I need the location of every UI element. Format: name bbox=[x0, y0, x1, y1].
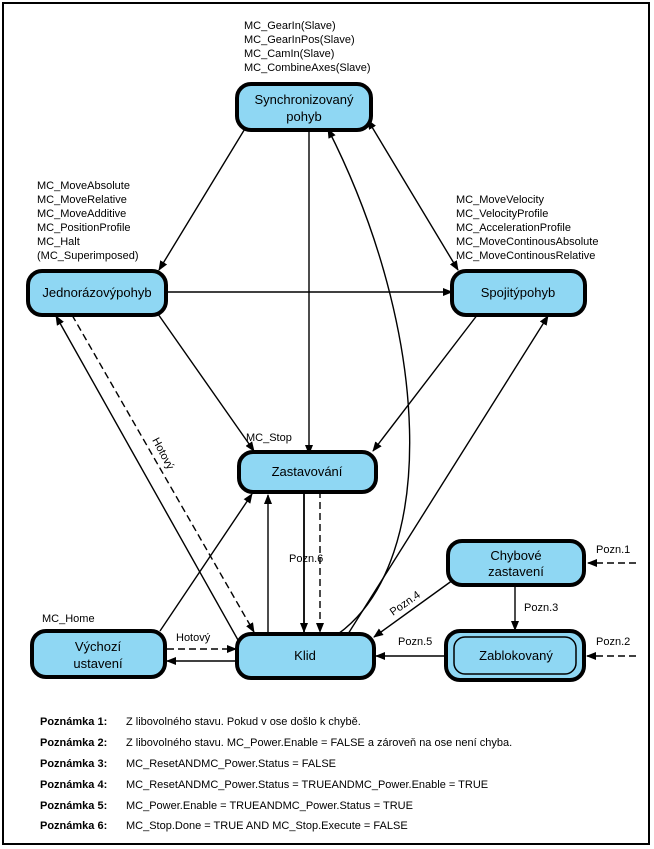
state-continuous-motion: Spojitýpohyb bbox=[450, 269, 587, 317]
state-disabled: Zablokovaný bbox=[444, 629, 586, 682]
state-label: zastavení bbox=[488, 564, 544, 579]
state-error-stop: Chybové zastavení bbox=[446, 539, 586, 587]
state-label: pohyb bbox=[286, 109, 321, 124]
svg-text:MC_MoveContinousRelative: MC_MoveContinousRelative bbox=[456, 250, 595, 262]
state-label: Výchozí bbox=[75, 639, 122, 654]
note-label: Poznámka 2: bbox=[40, 737, 108, 750]
svg-text:MC_MoveAdditive: MC_MoveAdditive bbox=[37, 208, 126, 220]
state-stopping: Zastavování bbox=[237, 450, 378, 494]
edge-discrete-idle-done bbox=[71, 314, 255, 633]
note-text: Z libovolného stavu. MC_Power.Enable = F… bbox=[126, 737, 513, 750]
state-label: Spojitýpohyb bbox=[481, 285, 555, 300]
edge-home-stopping bbox=[159, 493, 253, 632]
svg-text:MC_CombineAxes(Slave): MC_CombineAxes(Slave) bbox=[244, 62, 371, 74]
svg-text:MC_AccelerationProfile: MC_AccelerationProfile bbox=[456, 222, 571, 234]
notes-list: Poznámka 1: Z libovolného stavu. Pokud v… bbox=[40, 712, 630, 837]
note-row: Poznámka 5: MC_Power.Enable = TRUEANDMC_… bbox=[40, 795, 630, 816]
edge-label-pozn3: Pozn.3 bbox=[524, 602, 558, 614]
svg-text:MC_MoveContinousAbsolute: MC_MoveContinousAbsolute bbox=[456, 236, 598, 248]
edge-label-pozn1: Pozn.1 bbox=[596, 544, 630, 556]
note-text: MC_ResetANDMC_Power.Status = FALSE bbox=[126, 757, 336, 770]
state-label: Klid bbox=[294, 648, 316, 663]
svg-text:MC_MoveRelative: MC_MoveRelative bbox=[37, 194, 127, 206]
note-label: Poznámka 4: bbox=[40, 778, 108, 791]
edge-idle-discrete bbox=[55, 315, 239, 641]
note-text: MC_Stop.Done = TRUE AND MC_Stop.Execute … bbox=[126, 820, 408, 833]
edge-label-pozn2: Pozn.2 bbox=[596, 636, 630, 648]
note-label: Poznámka 3: bbox=[40, 757, 108, 770]
state-label: Synchronizovaný bbox=[255, 92, 354, 107]
svg-text:MC_Halt: MC_Halt bbox=[37, 236, 80, 248]
svg-text:MC_VelocityProfile: MC_VelocityProfile bbox=[456, 208, 548, 220]
svg-text:MC_CamIn(Slave): MC_CamIn(Slave) bbox=[244, 48, 334, 60]
note-row: Poznámka 3: MC_ResetANDMC_Power.Status =… bbox=[40, 754, 630, 775]
note-label: Poznámka 5: bbox=[40, 799, 108, 812]
edge-sync-continuous bbox=[367, 119, 459, 271]
edge-idle-continuous bbox=[347, 315, 549, 635]
note-text: MC_ResetANDMC_Power.Status = TRUEANDMC_P… bbox=[126, 778, 489, 791]
edge-sync-discrete bbox=[158, 119, 251, 271]
note-row: Poznámka 1: Z libovolného stavu. Pokud v… bbox=[40, 712, 630, 733]
state-label: Jednorázovýpohyb bbox=[42, 285, 151, 300]
note-text: Z libovolného stavu. Pokud v ose došlo k… bbox=[126, 716, 361, 729]
svg-text:MC_PositionProfile: MC_PositionProfile bbox=[37, 222, 131, 234]
note-row: Poznámka 6: MC_Stop.Done = TRUE AND MC_S… bbox=[40, 816, 630, 837]
edge-idle-sync bbox=[327, 128, 411, 635]
state-synchronized-motion: Synchronizovaný pohyb bbox=[235, 82, 373, 132]
svg-text:(MC_Superimposed): (MC_Superimposed) bbox=[37, 250, 138, 262]
state-homing: Výchozí ustavení bbox=[30, 629, 167, 679]
fb-list-continuous: MC_MoveVelocity MC_VelocityProfile MC_Ac… bbox=[456, 194, 598, 262]
fb-list-sync: MC_GearIn(Slave) MC_GearInPos(Slave) MC_… bbox=[244, 20, 371, 74]
fb-stop: MC_Stop bbox=[246, 432, 292, 444]
note-row: Poznámka 4: MC_ResetANDMC_Power.Status =… bbox=[40, 774, 630, 795]
state-label: Zastavování bbox=[272, 464, 343, 479]
note-label: Poznámka 1: bbox=[40, 716, 108, 729]
state-idle: Klid bbox=[235, 632, 376, 680]
edge-label-hotovy-home: Hotový bbox=[176, 632, 211, 644]
svg-text:MC_GearInPos(Slave): MC_GearInPos(Slave) bbox=[244, 34, 355, 46]
edge-error-idle bbox=[373, 579, 454, 638]
edge-label-pozn5: Pozn.5 bbox=[398, 636, 432, 648]
note-label: Poznámka 6: bbox=[40, 820, 108, 833]
edge-continuous-stopping bbox=[372, 313, 479, 452]
state-label: Chybové bbox=[490, 548, 541, 563]
svg-text:MC_MoveAbsolute: MC_MoveAbsolute bbox=[37, 180, 130, 192]
fb-list-discrete: MC_MoveAbsolute MC_MoveRelative MC_MoveA… bbox=[37, 180, 138, 262]
edge-label-hotovy-diagonal: Hotový bbox=[149, 436, 176, 472]
note-text: MC_Power.Enable = TRUEANDMC_Power.Status… bbox=[126, 799, 413, 812]
note-row: Poznámka 2: Z libovolného stavu. MC_Powe… bbox=[40, 733, 630, 754]
state-label: ustavení bbox=[73, 656, 123, 671]
state-label: Zablokovaný bbox=[479, 648, 553, 663]
fb-home: MC_Home bbox=[42, 613, 95, 625]
edge-discrete-stopping bbox=[157, 313, 255, 452]
state-discrete-motion: Jednorázovýpohyb bbox=[26, 269, 168, 317]
svg-text:MC_MoveVelocity: MC_MoveVelocity bbox=[456, 194, 545, 206]
edge-label-pozn6: Pozn.6 bbox=[289, 553, 323, 565]
svg-text:MC_GearIn(Slave): MC_GearIn(Slave) bbox=[244, 20, 336, 32]
